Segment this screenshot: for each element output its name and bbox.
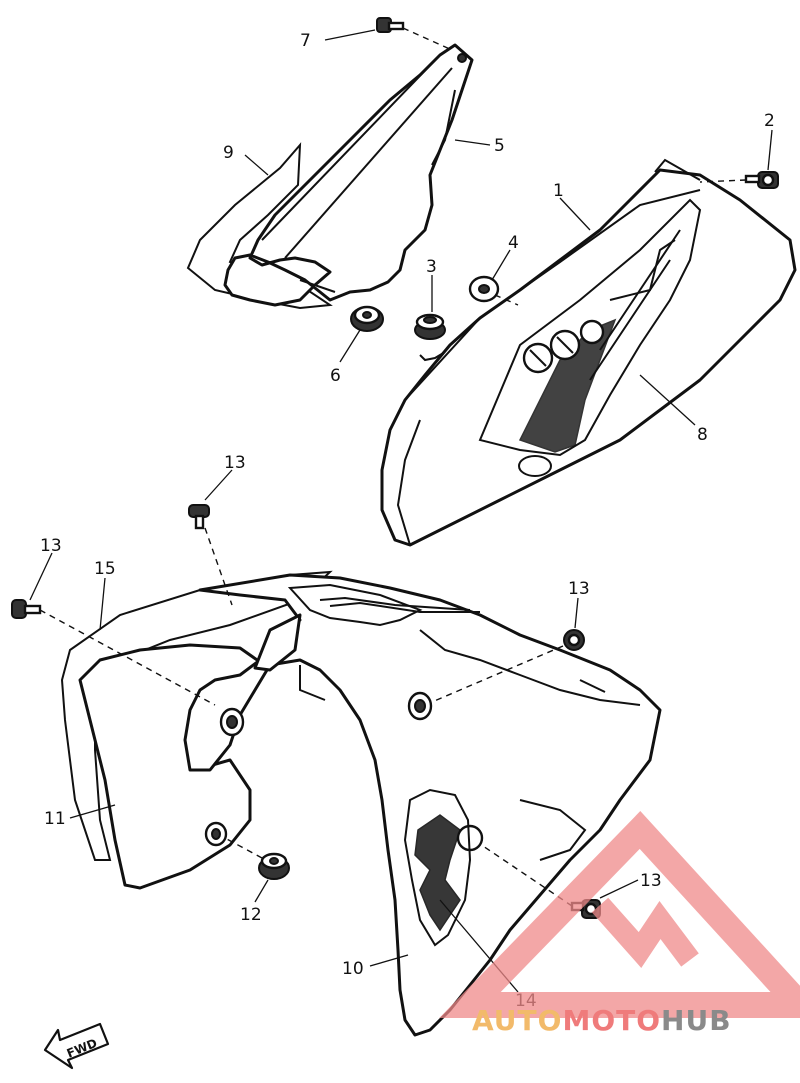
callout-11: 11 — [44, 809, 66, 829]
side-bracket-part-5 — [186, 43, 474, 310]
screw-part-7 — [376, 17, 453, 51]
rubber-damper-part-12 — [224, 837, 290, 880]
washer-part-4 — [468, 275, 519, 306]
callout-1: 1 — [553, 181, 564, 201]
callout-2: 2 — [764, 111, 775, 131]
screw-part-13-top — [188, 504, 233, 606]
callout-3: 3 — [426, 257, 437, 277]
callout-4: 4 — [508, 233, 519, 253]
watermark-hub: HUB — [661, 1004, 732, 1037]
callout-13c: 13 — [568, 579, 590, 599]
callout-13b: 13 — [40, 536, 62, 556]
callout-5: 5 — [494, 136, 505, 156]
callout-7: 7 — [300, 31, 311, 51]
watermark-text: AUTOMOTOHUB — [472, 1004, 732, 1037]
callout-13a: 13 — [224, 453, 246, 473]
side-panel-part-9 — [186, 142, 333, 310]
forward-direction-arrow: FWD — [43, 1022, 110, 1070]
callout-15: 15 — [94, 559, 116, 579]
watermark-auto: AUTO — [472, 1004, 562, 1037]
watermark-moto: MOTO — [562, 1004, 661, 1037]
callout-12: 12 — [240, 905, 262, 925]
callout-13d: 13 — [640, 871, 662, 891]
screw-part-2 — [699, 171, 779, 189]
grommet-part-3 — [414, 313, 446, 362]
callout-6: 6 — [330, 366, 341, 386]
watermark-triangle-icon — [439, 811, 800, 1018]
lower-cover-part-10 — [60, 570, 662, 1037]
callout-8: 8 — [697, 425, 708, 445]
callout-9: 9 — [223, 143, 234, 163]
watermark-logo: AUTOMOTOHUB — [439, 811, 800, 1037]
screw-part-13-left — [11, 599, 216, 706]
callout-10: 10 — [342, 959, 364, 979]
screw-part-13-right — [431, 629, 585, 703]
rubber-damper-part-6 — [350, 305, 384, 332]
